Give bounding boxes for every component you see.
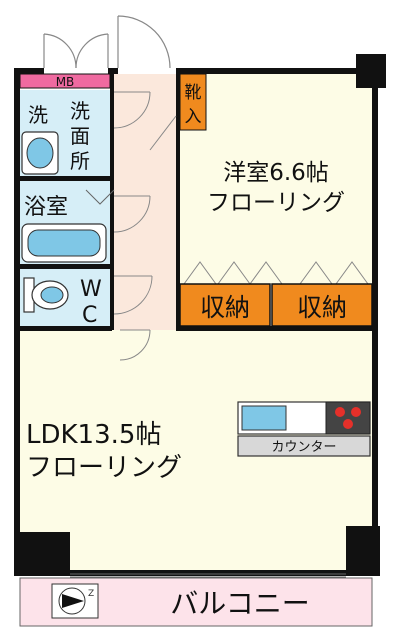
washroom-label-a: 洗 (28, 103, 48, 127)
walls (14, 54, 386, 576)
washroom-label-b: 洗 (70, 99, 90, 123)
washroom-label-c: 面 (70, 124, 90, 148)
wash-basin (21, 131, 59, 175)
storage-1-label: 収納 (200, 293, 250, 322)
bathroom-label: 浴室 (24, 195, 68, 220)
column-bottom-right (346, 526, 380, 576)
balcony-window (70, 573, 346, 578)
entrance-door[interactable] (43, 15, 171, 69)
storage-2 (271, 283, 373, 327)
bath-door-swing (85, 189, 115, 205)
bathtub (21, 223, 107, 263)
balcony-label: バルコニー (170, 587, 309, 620)
column-bottom-left (14, 532, 70, 576)
air-conditioner-outdoor-unit: Z (51, 583, 99, 619)
column-top-right (356, 54, 386, 88)
ldk-floor-type: フローリング (26, 453, 182, 483)
meter-box (19, 73, 111, 89)
washroom-label-d: 所 (70, 149, 90, 173)
shoe-storage-label-a: 靴 (185, 83, 202, 103)
western-room-floor (178, 74, 372, 284)
storage-1 (179, 283, 271, 327)
balcony-outline (19, 577, 373, 627)
shoe-storage (179, 73, 207, 131)
toilet-label-c: C (82, 303, 97, 328)
hallway-floor (112, 74, 178, 330)
hallway-doors (113, 91, 177, 361)
western-room-floor-type: フローリング (207, 190, 345, 216)
svg-text:Z: Z (88, 589, 94, 599)
western-room-label: 洋室6.6帖 (223, 160, 329, 186)
meter-box-label: MB (56, 75, 75, 89)
shoe-storage-label-b: 入 (185, 107, 202, 127)
counter (237, 435, 371, 457)
toilet (23, 277, 69, 313)
toilet-label-w: W (80, 277, 102, 302)
storage-2-label: 収納 (297, 293, 347, 322)
counter-label: カウンター (271, 440, 336, 455)
closet-doors (183, 261, 369, 285)
kitchen-counter-unit (237, 401, 371, 435)
ldk-label: LDK13.5帖 (26, 420, 161, 450)
